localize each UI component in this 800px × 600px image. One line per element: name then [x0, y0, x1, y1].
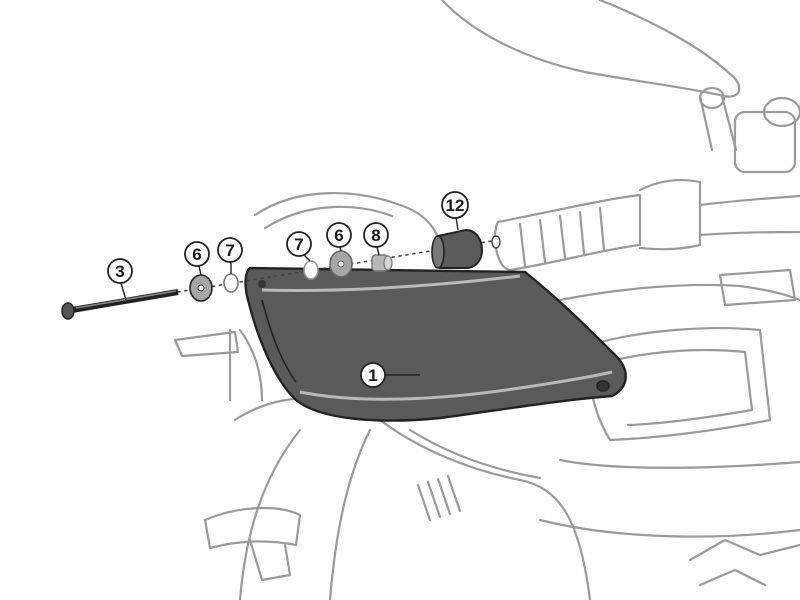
windscreen — [253, 191, 442, 252]
fork-left — [238, 428, 302, 600]
svg-text:7: 7 — [225, 241, 234, 260]
svg-text:6: 6 — [192, 245, 201, 264]
callout-7-left: 7 — [217, 237, 243, 263]
radiator-lines — [718, 268, 797, 307]
svg-text:12: 12 — [446, 196, 465, 215]
grip-ridges — [518, 206, 606, 268]
vent-slots — [416, 474, 462, 522]
mirror — [440, 0, 741, 98]
bar-end-weight — [431, 228, 484, 269]
bolt-shank — [71, 289, 179, 313]
handguard-inner-edge — [261, 299, 297, 383]
washer-6-right-hole — [337, 260, 345, 268]
fairing-upper — [558, 283, 800, 302]
windscreen-inner — [263, 205, 394, 230]
bolt-head — [61, 302, 75, 320]
handguard-lower-rim — [299, 370, 613, 401]
mirror-joint — [698, 86, 726, 110]
handguard-part — [244, 266, 627, 422]
svg-text:3: 3 — [115, 262, 124, 281]
svg-text:8: 8 — [371, 226, 380, 245]
callout-8: 8 — [363, 222, 389, 248]
handguard-body — [244, 266, 627, 422]
washer-7-right — [303, 260, 319, 280]
brake-lever — [638, 179, 702, 251]
callout-12: 12 — [441, 191, 469, 219]
tank-edge — [538, 458, 800, 538]
handlebar-end-hole — [491, 235, 501, 249]
svg-text:1: 1 — [368, 366, 377, 385]
washer-7-left — [223, 273, 239, 293]
svg-text:6: 6 — [334, 226, 343, 245]
left-mount-tab — [173, 330, 240, 358]
motorcycle-outline — [173, 0, 800, 600]
bolt-part — [61, 289, 179, 320]
callout-1: 1 — [360, 362, 386, 388]
spacer-8 — [371, 254, 393, 272]
washer-6-left-hole — [197, 284, 205, 292]
body-side — [378, 418, 592, 600]
lever-blade — [698, 194, 800, 237]
bracket-detail — [248, 538, 292, 582]
fin-shape — [688, 538, 800, 587]
callout-7-right: 7 — [286, 231, 312, 257]
tank-panel — [587, 327, 772, 442]
handguard-bolt-hole — [258, 280, 266, 288]
body-side-inner — [408, 428, 542, 480]
callout-3: 3 — [107, 258, 133, 284]
master-cylinder — [733, 110, 797, 174]
handlebar-grip — [494, 193, 642, 272]
handguard-mount-hole — [596, 380, 610, 392]
bracket-lower — [203, 506, 302, 550]
mirror-stem — [698, 94, 738, 152]
svg-text:7: 7 — [294, 235, 303, 254]
callout-leaders — [120, 216, 459, 376]
master-cylinder-cap — [762, 96, 800, 128]
callout-6-right: 6 — [326, 222, 352, 248]
fork-right — [328, 428, 372, 600]
callout-6-left: 6 — [184, 241, 210, 267]
headlight-edge — [228, 328, 264, 402]
handguard-top-rim — [261, 274, 521, 292]
tank-panel-inner — [613, 348, 754, 427]
